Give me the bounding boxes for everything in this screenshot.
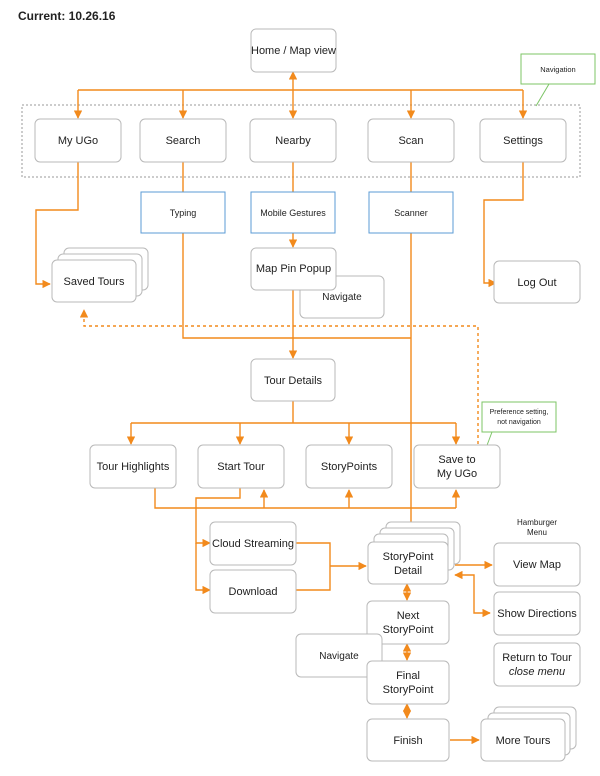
storypoint-detail-node: StoryPoint Detail <box>367 521 461 585</box>
navigation-note: Navigation <box>520 53 596 85</box>
cloud-streaming-node: Cloud Streaming <box>209 521 297 566</box>
download-node: Download <box>209 569 297 614</box>
map-pin-popup-label: Map Pin Popup <box>256 263 331 275</box>
start-tour-node: Start Tour <box>197 444 285 489</box>
preference-note: Preference setting, not navigation <box>481 401 557 433</box>
hamburger-note-line1: Hamburger <box>517 518 557 527</box>
settings-node: Settings <box>479 118 567 163</box>
navigate-storypoint-node: Navigate <box>295 633 383 678</box>
show-directions-label: Show Directions <box>497 608 577 620</box>
return-to-tour-label-line2: close menu <box>509 666 565 678</box>
storypoints-label: StoryPoints <box>321 461 378 473</box>
tour-highlights-label: Tour Highlights <box>97 461 170 473</box>
save-to-my-ugo-node: Save to My UGo <box>413 444 501 489</box>
log-out-node: Log Out <box>493 260 581 304</box>
return-to-tour-node: Return to Tour close menu <box>493 642 581 687</box>
tour-details-node: Tour Details <box>250 358 336 402</box>
tour-details-label: Tour Details <box>264 375 323 387</box>
nearby-node: Nearby <box>249 118 337 163</box>
final-storypoint-label-line2: StoryPoint <box>383 684 434 696</box>
view-map-label: View Map <box>513 559 561 571</box>
return-to-tour-label-line1: Return to Tour <box>502 652 572 664</box>
storypoint-detail-label-line2: Detail <box>394 565 422 577</box>
final-storypoint-node: Final StoryPoint <box>366 660 450 705</box>
search-label: Search <box>166 135 201 147</box>
home-map-view-label: Home / Map view <box>251 45 336 57</box>
navigate-storypoint-label: Navigate <box>319 651 359 662</box>
preference-note-line1: Preference setting, <box>490 409 549 416</box>
connectors <box>35 71 528 745</box>
scanner-node: Scanner <box>368 191 454 234</box>
scanner-label: Scanner <box>394 208 428 218</box>
cloud-streaming-label: Cloud Streaming <box>212 538 294 550</box>
storypoints-node: StoryPoints <box>305 444 393 489</box>
home-map-view-node: Home / Map view <box>250 28 337 73</box>
typing-label: Typing <box>170 208 197 218</box>
save-to-my-ugo-label-line1: Save to <box>438 454 475 466</box>
storypoint-detail-label-line1: StoryPoint <box>383 551 434 563</box>
finish-label: Finish <box>393 735 422 747</box>
save-to-my-ugo-label-line2: My UGo <box>437 468 477 480</box>
my-ugo-node: My UGo <box>34 118 122 163</box>
preference-note-line2: not navigation <box>497 419 541 426</box>
navigation-note-pointer <box>535 83 550 107</box>
log-out-label: Log Out <box>517 277 556 289</box>
show-directions-node: Show Directions <box>493 591 581 636</box>
mobile-gestures-label: Mobile Gestures <box>260 208 326 218</box>
settings-label: Settings <box>503 135 543 147</box>
view-map-node: View Map <box>493 542 581 587</box>
download-label: Download <box>229 586 278 598</box>
search-node: Search <box>139 118 227 163</box>
scan-label: Scan <box>398 135 423 147</box>
navigate-popup-label: Navigate <box>322 292 362 303</box>
mobile-gestures-node: Mobile Gestures <box>250 191 336 234</box>
next-storypoint-label-line1: Next <box>397 610 420 622</box>
scan-node: Scan <box>367 118 455 163</box>
saved-tours-node: Saved Tours <box>51 247 149 303</box>
navigation-note-label: Navigation <box>540 65 575 74</box>
nearby-label: Nearby <box>275 135 311 147</box>
final-storypoint-label-line1: Final <box>396 670 420 682</box>
tour-highlights-node: Tour Highlights <box>89 444 177 489</box>
saved-tours-label: Saved Tours <box>64 276 125 288</box>
map-pin-popup-node: Map Pin Popup <box>250 247 337 291</box>
my-ugo-label: My UGo <box>58 135 98 147</box>
hamburger-note-line2: Menu <box>527 528 547 537</box>
next-storypoint-node: Next StoryPoint <box>366 600 450 645</box>
finish-node: Finish <box>366 718 450 762</box>
version-label: Current: 10.26.16 <box>18 9 116 23</box>
typing-node: Typing <box>140 191 226 234</box>
start-tour-label: Start Tour <box>217 461 265 473</box>
more-tours-label: More Tours <box>496 735 551 747</box>
next-storypoint-label-line2: StoryPoint <box>383 624 434 636</box>
more-tours-node: More Tours <box>480 706 577 762</box>
navigation-region <box>21 104 581 178</box>
